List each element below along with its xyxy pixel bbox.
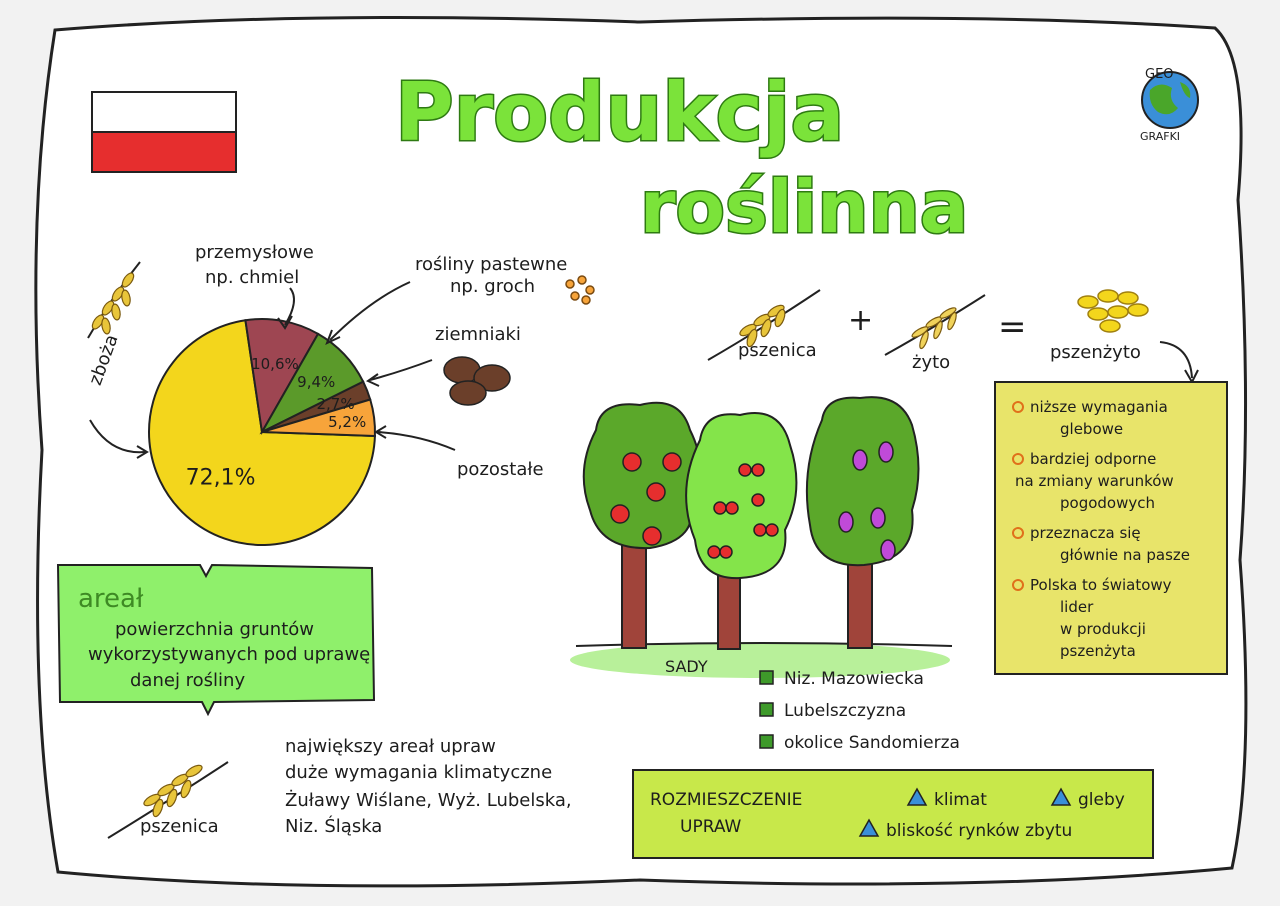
pszenzyto-item-2-line-0: przeznacza się (1030, 524, 1141, 542)
equation-right: pszenżyto (1050, 342, 1141, 363)
page-title-line1: Produkcja (395, 66, 844, 159)
rozmieszczenie-box: ROZMIESZCZENIE UPRAW klimat gleby bliskość… (632, 769, 1154, 859)
equation-left: pszenica (738, 340, 817, 361)
sady-region-marker-icon (759, 702, 774, 717)
triangle-bullet-icon (858, 818, 880, 837)
pszenzyto-item-1-line-1: na zmiany warunków (1015, 472, 1174, 490)
sady-region-1: Lubelszczyzna (784, 701, 906, 721)
pszenzyto-item-1-line-0: bardziej odporne (1030, 450, 1156, 468)
pszenzyto-item-0-line-1: glebowe (1060, 420, 1123, 438)
cherries-icon (707, 463, 779, 559)
pszenica-line1: największy areał upraw (285, 736, 496, 757)
equation-middle: żyto (912, 352, 950, 373)
wheat-icon-bottom (107, 761, 229, 839)
pszenzyto-item-3-line-3: pszenżyta (1060, 642, 1136, 660)
geografki-logo: GEO GRAFKI (1140, 67, 1199, 143)
rozmieszczenie-title-1: ROZMIESZCZENIE (650, 790, 802, 810)
equation-plus: + (848, 303, 873, 338)
sady-region-marker-icon (759, 734, 774, 749)
bullet-icon (1012, 453, 1024, 465)
pie-label-przemyslowe-2: np. chmiel (205, 267, 299, 288)
potatoes-icon (443, 356, 511, 406)
pszenica-bottom-label: pszenica (140, 816, 219, 837)
pie-value-label-2: 9,4% (297, 373, 335, 391)
pie-value-label-0: 72,1% (186, 465, 256, 490)
bullet-icon (1012, 579, 1024, 591)
pie-value-label-3: 2,7% (317, 395, 355, 413)
sady-label: SADY (665, 657, 708, 676)
pie-label-pozostale: pozostałe (457, 459, 544, 480)
pie-label-przemyslowe-1: przemysłowe (195, 242, 314, 263)
pszenzyto-item-1-line-2: pogodowych (1060, 494, 1155, 512)
pie-value-label-1: 10,6% (251, 355, 299, 373)
triticale-grains-icon (1077, 289, 1149, 333)
rozmieszczenie-title-2: UPRAW (680, 817, 742, 837)
wheat-icon-equation (707, 289, 821, 361)
pszenzyto-item-3-line-2: w produkcji (1060, 620, 1146, 638)
sady-region-marker-icon (759, 670, 774, 685)
pie-value-label-4: 5,2% (328, 413, 366, 431)
sady-region-2: okolice Sandomierza (784, 733, 960, 753)
areal-heading: areał (78, 584, 144, 614)
pszenica-line4: Niz. Śląska (285, 815, 382, 837)
pie-slice-4 (261, 398, 376, 437)
factor-1: gleby (1078, 790, 1125, 810)
areal-line1: powierzchnia gruntów (115, 619, 314, 640)
pszenzyto-item-3-line-0: Polska to światowy (1030, 576, 1172, 594)
peas-icon (565, 275, 595, 305)
areal-box: areał powierzchnia gruntów wykorzystywan… (56, 563, 376, 717)
factor-0: klimat (934, 790, 987, 810)
bullet-icon (1012, 527, 1024, 539)
pszenzyto-box: niższe wymagania glebowe bardziej odporne n… (994, 381, 1228, 675)
pszenzyto-item-0-line-0: niższe wymagania (1030, 398, 1168, 416)
pie-label-ziemniaki: ziemniaki (435, 324, 521, 345)
pszenzyto-item-2-line-1: głównie na pasze (1060, 546, 1190, 564)
pie-slice-1 (244, 318, 320, 436)
bullet-icon (1012, 401, 1024, 413)
page-title-line2: roślinna (640, 165, 968, 249)
equation-equals: = (998, 307, 1027, 347)
pie-arrows (89, 281, 456, 459)
areal-line2: wykorzystywanych pod uprawę (88, 644, 370, 665)
wheat-icon (87, 261, 141, 339)
logo-text-bottom: GRAFKI (1140, 130, 1180, 143)
polish-flag-icon (91, 91, 237, 173)
sady-region-0: Niz. Mazowiecka (784, 669, 924, 689)
orchard (570, 396, 953, 678)
factor-2: bliskość rynków zbytu (886, 821, 1072, 841)
pie-label-pastewne-1: rośliny pastewne (415, 254, 567, 275)
pie-chart (148, 318, 376, 546)
apples-icon (610, 452, 682, 546)
pszenica-line2: duże wymagania klimatyczne (285, 762, 552, 783)
logo-text-top: GEO (1145, 67, 1174, 82)
triangle-bullet-icon (1050, 787, 1072, 806)
areal-line3: danej rośliny (130, 670, 245, 691)
plums-icon (838, 441, 896, 561)
rye-icon (884, 294, 986, 356)
pszenzyto-item-3-line-1: lider (1060, 598, 1094, 616)
triangle-bullet-icon (906, 787, 928, 806)
pie-value-labels: 72,1% 10,6%9,4% 2,7%5,2% (186, 355, 367, 490)
pie-label-pastewne-2: np. groch (450, 276, 535, 297)
pszenica-line3: Żuławy Wiślane, Wyż. Lubelska, (285, 790, 572, 811)
